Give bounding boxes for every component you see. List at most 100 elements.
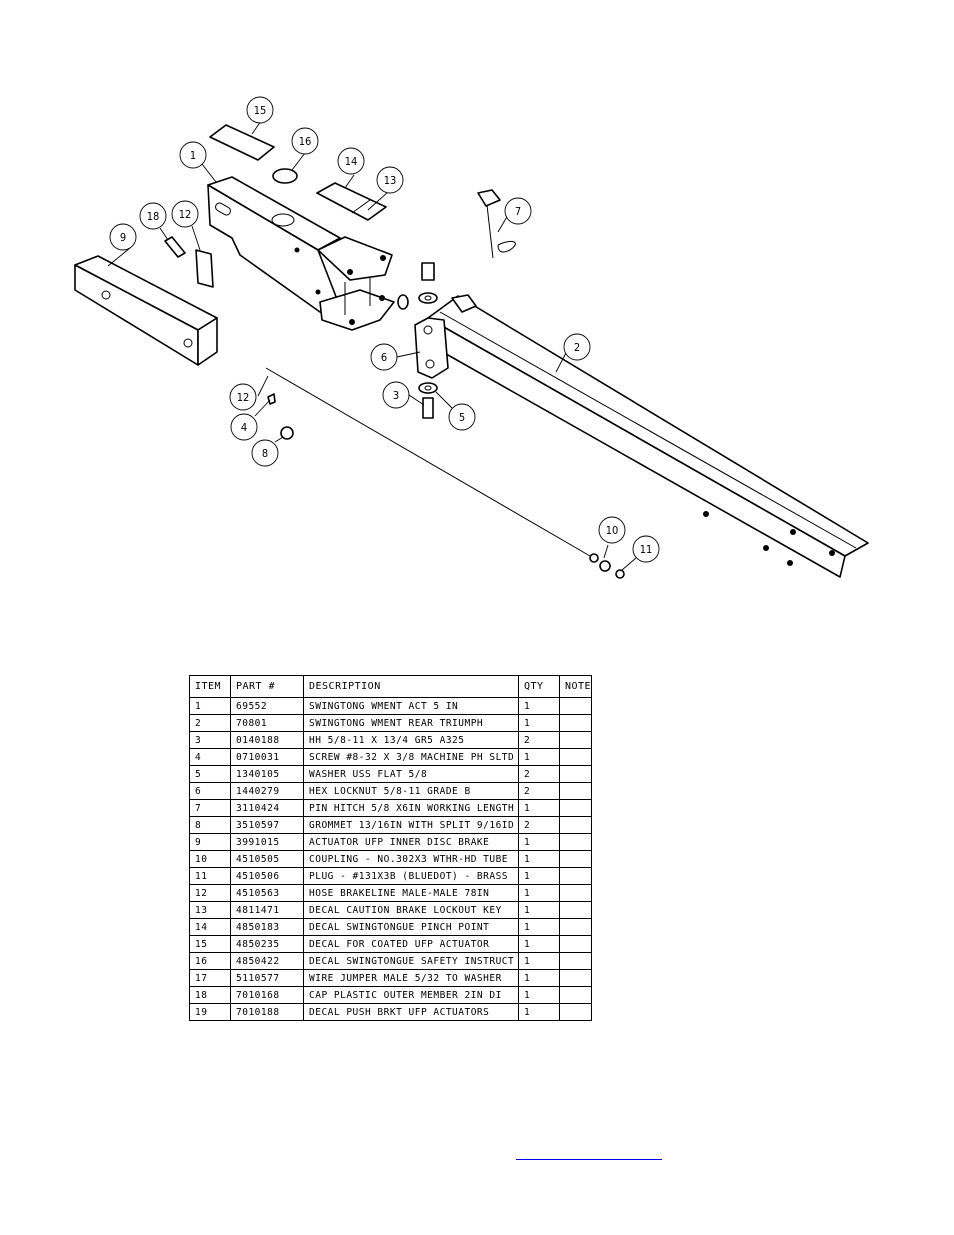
cell-item: 9	[189, 833, 231, 851]
cell-item: 6	[189, 782, 231, 800]
cell-description: CAP PLASTIC OUTER MEMBER 2IN DI	[303, 986, 519, 1004]
cell-description: SWINGTONG WMENT REAR TRIUMPH	[303, 714, 519, 732]
callout-16: 14	[337, 147, 365, 175]
header-part-number: PART #	[230, 675, 304, 698]
footer-link[interactable]	[516, 1145, 662, 1160]
callout-12: 12	[229, 383, 257, 411]
callout-13: 12	[171, 200, 199, 228]
cell-note	[558, 935, 593, 953]
callout-8-label: 8	[262, 447, 268, 460]
cell-qty: 1	[518, 714, 560, 732]
cell-item: 3	[189, 731, 231, 749]
cell-item: 10	[189, 850, 231, 868]
callout-1: 1	[179, 141, 207, 169]
cell-qty: 1	[518, 952, 560, 970]
cell-part-number: 4850422	[230, 952, 304, 970]
cell-qty: 1	[518, 918, 560, 936]
header-item: ITEM	[189, 675, 231, 698]
cell-qty: 1	[518, 935, 560, 953]
cell-part-number: 7010188	[230, 1003, 304, 1021]
cell-part-number: 4850183	[230, 918, 304, 936]
cell-part-number: 3510597	[230, 816, 304, 834]
cell-item: 14	[189, 918, 231, 936]
callout-9-label: 9	[120, 231, 126, 244]
callout-9: 9	[109, 223, 137, 251]
front-tongue-weldment	[207, 176, 395, 331]
callout-11-label: 11	[640, 543, 653, 556]
cell-part-number: 4811471	[230, 901, 304, 919]
cell-part-number: 3110424	[230, 799, 304, 817]
cell-part-number: 1440279	[230, 782, 304, 800]
cell-part-number: 4510505	[230, 850, 304, 868]
cell-note	[558, 816, 593, 834]
callout-3: 3	[382, 381, 410, 409]
cell-item: 11	[189, 867, 231, 885]
cell-note	[558, 969, 593, 987]
cell-qty: 2	[518, 765, 560, 783]
cell-part-number: 1340105	[230, 765, 304, 783]
cell-note	[558, 714, 593, 732]
cell-qty: 1	[518, 969, 560, 987]
cell-item: 1	[189, 697, 231, 715]
cell-description: GROMMET 13/16IN WITH SPLIT 9/16ID	[303, 816, 519, 834]
cell-description: HEX LOCKNUT 5/8-11 GRADE B	[303, 782, 519, 800]
cell-item: 12	[189, 884, 231, 902]
cell-description: COUPLING - NO.302X3 WTHR-HD TUBE	[303, 850, 519, 868]
cell-note	[558, 867, 593, 885]
cell-qty: 1	[518, 833, 560, 851]
cell-note	[558, 799, 593, 817]
cell-description: ACTUATOR UFP INNER DISC BRAKE	[303, 833, 519, 851]
cell-note	[558, 1003, 593, 1021]
callout-4-label: 4	[241, 421, 247, 434]
callout-8: 8	[251, 439, 279, 467]
cell-part-number: 4510506	[230, 867, 304, 885]
callout-4: 4	[230, 413, 258, 441]
cell-item: 13	[189, 901, 231, 919]
hardware	[265, 189, 625, 579]
callout-12-label: 12	[237, 391, 250, 404]
cell-part-number: 70801	[230, 714, 304, 732]
cell-part-number: 5110577	[230, 969, 304, 987]
cell-note	[558, 748, 593, 766]
callout-19-label: 18	[147, 210, 160, 223]
cell-note	[558, 884, 593, 902]
cell-note	[558, 731, 593, 749]
callout-6: 6	[370, 343, 398, 371]
callout-15-label: 15	[254, 104, 267, 117]
callout-7: 7	[504, 197, 532, 225]
callout-19: 18	[139, 202, 167, 230]
cell-description: PLUG - #131X3B (BLUEDOT) - BRASS	[303, 867, 519, 885]
cell-item: 16	[189, 952, 231, 970]
cell-description: HOSE BRAKELINE MALE-MALE 78IN	[303, 884, 519, 902]
cell-note	[558, 952, 593, 970]
cell-item: 15	[189, 935, 231, 953]
callout-16-label: 14	[345, 155, 358, 168]
cell-qty: 1	[518, 986, 560, 1004]
callout-14: 13	[376, 166, 404, 194]
cell-qty: 2	[518, 731, 560, 749]
cell-qty: 1	[518, 697, 560, 715]
cell-description: PIN HITCH 5/8 X6IN WORKING LENGTH	[303, 799, 519, 817]
cell-item: 18	[189, 986, 231, 1004]
callout-11: 11	[632, 535, 660, 563]
cell-part-number: 69552	[230, 697, 304, 715]
cell-note	[558, 833, 593, 851]
cell-qty: 1	[518, 884, 560, 902]
cell-item: 19	[189, 1003, 231, 1021]
callout-5: 5	[448, 403, 476, 431]
cell-part-number: 3991015	[230, 833, 304, 851]
